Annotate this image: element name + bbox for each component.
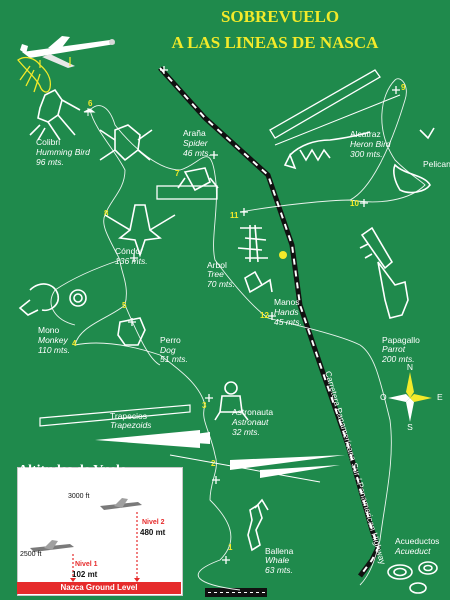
yellow-hummingbird-icon — [17, 56, 52, 93]
manos-english: Hands — [274, 307, 299, 317]
trapezoid-figures — [39, 404, 210, 448]
ballena-name: Ballena — [265, 546, 294, 556]
trapecios-english: Trapezoids — [110, 420, 152, 430]
perro-size: 51 mts. — [160, 354, 188, 364]
level-2-label: Nivel 2 — [142, 519, 165, 526]
colibri-english: Humming Bird — [36, 147, 90, 157]
level-1-label: Nivel 1 — [75, 561, 98, 568]
mono-name: Mono — [38, 325, 60, 335]
mono-size: 110 mts. — [38, 345, 70, 355]
route-number: 3 — [202, 401, 207, 410]
hands-figure — [244, 270, 273, 294]
straight-line — [274, 94, 401, 146]
arbol-size: 70 mts. — [207, 279, 235, 289]
colibri-name: Colibri — [36, 137, 60, 147]
route-number: 2 — [211, 459, 216, 468]
airplane-icon — [20, 36, 115, 68]
title-line-1: SOBREVUELO — [221, 7, 339, 26]
high-plane-icon — [100, 498, 142, 510]
parrot-figure — [359, 226, 409, 319]
panamerican-highway — [158, 66, 381, 578]
astronauta-english: Astronaut — [231, 417, 269, 427]
arana-size: 46 mts. — [183, 148, 211, 158]
pelican-figure — [393, 127, 435, 194]
trapecios-name: Trapecios — [110, 411, 147, 421]
papagallo-name: Papagallo — [382, 335, 420, 345]
ballena-size: 63 mts. — [265, 565, 293, 575]
perro-name: Perro — [160, 335, 181, 345]
papagallo-size: 200 mts. — [381, 354, 415, 364]
condor-name: Cóndor — [115, 246, 143, 256]
tree-figure — [237, 224, 268, 263]
perro-english: Dog — [160, 345, 176, 355]
pelican-name: Pelican — [423, 159, 450, 169]
title-line-2: A LAS LINEAS DE NASCA — [172, 33, 380, 52]
ground-level-bar: Nazca Ground Level — [17, 582, 181, 594]
papagallo-english: Parrot — [382, 344, 406, 354]
triangle-lines — [169, 454, 345, 483]
highway-label: Carretera Panamericana Sur / Panamerican… — [323, 370, 388, 566]
route-markers: 6 7 8 9 10 11 12 5 4 3 1 2 — [72, 83, 406, 552]
route-number: 4 — [72, 339, 77, 348]
altitude-diagram — [30, 498, 142, 582]
route-number: 1 — [228, 543, 233, 552]
whale-figure — [247, 498, 269, 552]
condor-figure — [104, 204, 176, 258]
high-altitude-ft: 3000 ft — [68, 493, 90, 500]
arbol-name: Arbol — [207, 260, 227, 270]
rectangle-line — [156, 185, 218, 200]
route-number: 12 — [260, 311, 269, 320]
astronauta-name: Astronauta — [232, 407, 273, 417]
aqueduct-spirals — [387, 561, 438, 594]
colibri-size: 96 mts. — [36, 157, 64, 167]
route-number: 5 — [122, 301, 127, 310]
monkey-figure — [18, 283, 87, 316]
compass-rose-icon — [388, 372, 432, 422]
low-altitude-ft: 2500 ft — [20, 551, 42, 558]
compass-east: E — [437, 392, 443, 402]
altitude-inset — [17, 467, 183, 596]
route-number: 11 — [230, 211, 239, 220]
flight-route-north — [239, 78, 426, 213]
astronaut-figure — [214, 381, 249, 421]
route-number: 7 — [175, 169, 180, 178]
heron-figure — [283, 131, 371, 170]
dog-figure — [117, 317, 146, 346]
route-number: 8 — [104, 209, 109, 218]
alcatraz-size: 300 mts. — [350, 149, 383, 159]
astronauta-size: 32 mts. — [232, 427, 260, 437]
alcatraz-name: Alcatraz — [350, 129, 381, 139]
runway — [205, 588, 267, 597]
compass-north: N — [407, 362, 413, 372]
acueductos-english: Acueduct — [394, 546, 431, 556]
compass-west: O — [380, 392, 387, 402]
spider-small-figure — [177, 167, 219, 192]
route-number: 10 — [350, 199, 359, 208]
plane-markers — [83, 66, 400, 564]
arana-name: Araña — [183, 128, 206, 138]
airport-dot — [279, 251, 287, 259]
manos-size: 45 mts. — [274, 317, 302, 327]
manos-name: Manos — [274, 297, 300, 307]
spider-figure — [99, 124, 153, 162]
low-plane-icon — [30, 540, 74, 552]
condor-size: 136 mts. — [115, 256, 148, 266]
acueductos-name: Acueductos — [395, 536, 439, 546]
compass-south: S — [407, 422, 413, 432]
hummingbird-figure — [29, 88, 81, 141]
level-1-value: 102 mt — [72, 570, 98, 579]
altitude-inset-title: Altitudes de Vuelo — [18, 463, 127, 478]
mono-english: Monkey — [38, 335, 69, 345]
ballena-english: Whale — [265, 555, 289, 565]
route-number: 9 — [401, 83, 406, 92]
alcatraz-english: Heron Bird — [350, 139, 391, 149]
arbol-english: Tree — [207, 269, 224, 279]
level-2-value: 480 mt — [140, 528, 166, 537]
route-number: 6 — [88, 99, 93, 108]
long-trapezoid-line — [269, 69, 381, 139]
arana-english: Spider — [183, 138, 209, 148]
